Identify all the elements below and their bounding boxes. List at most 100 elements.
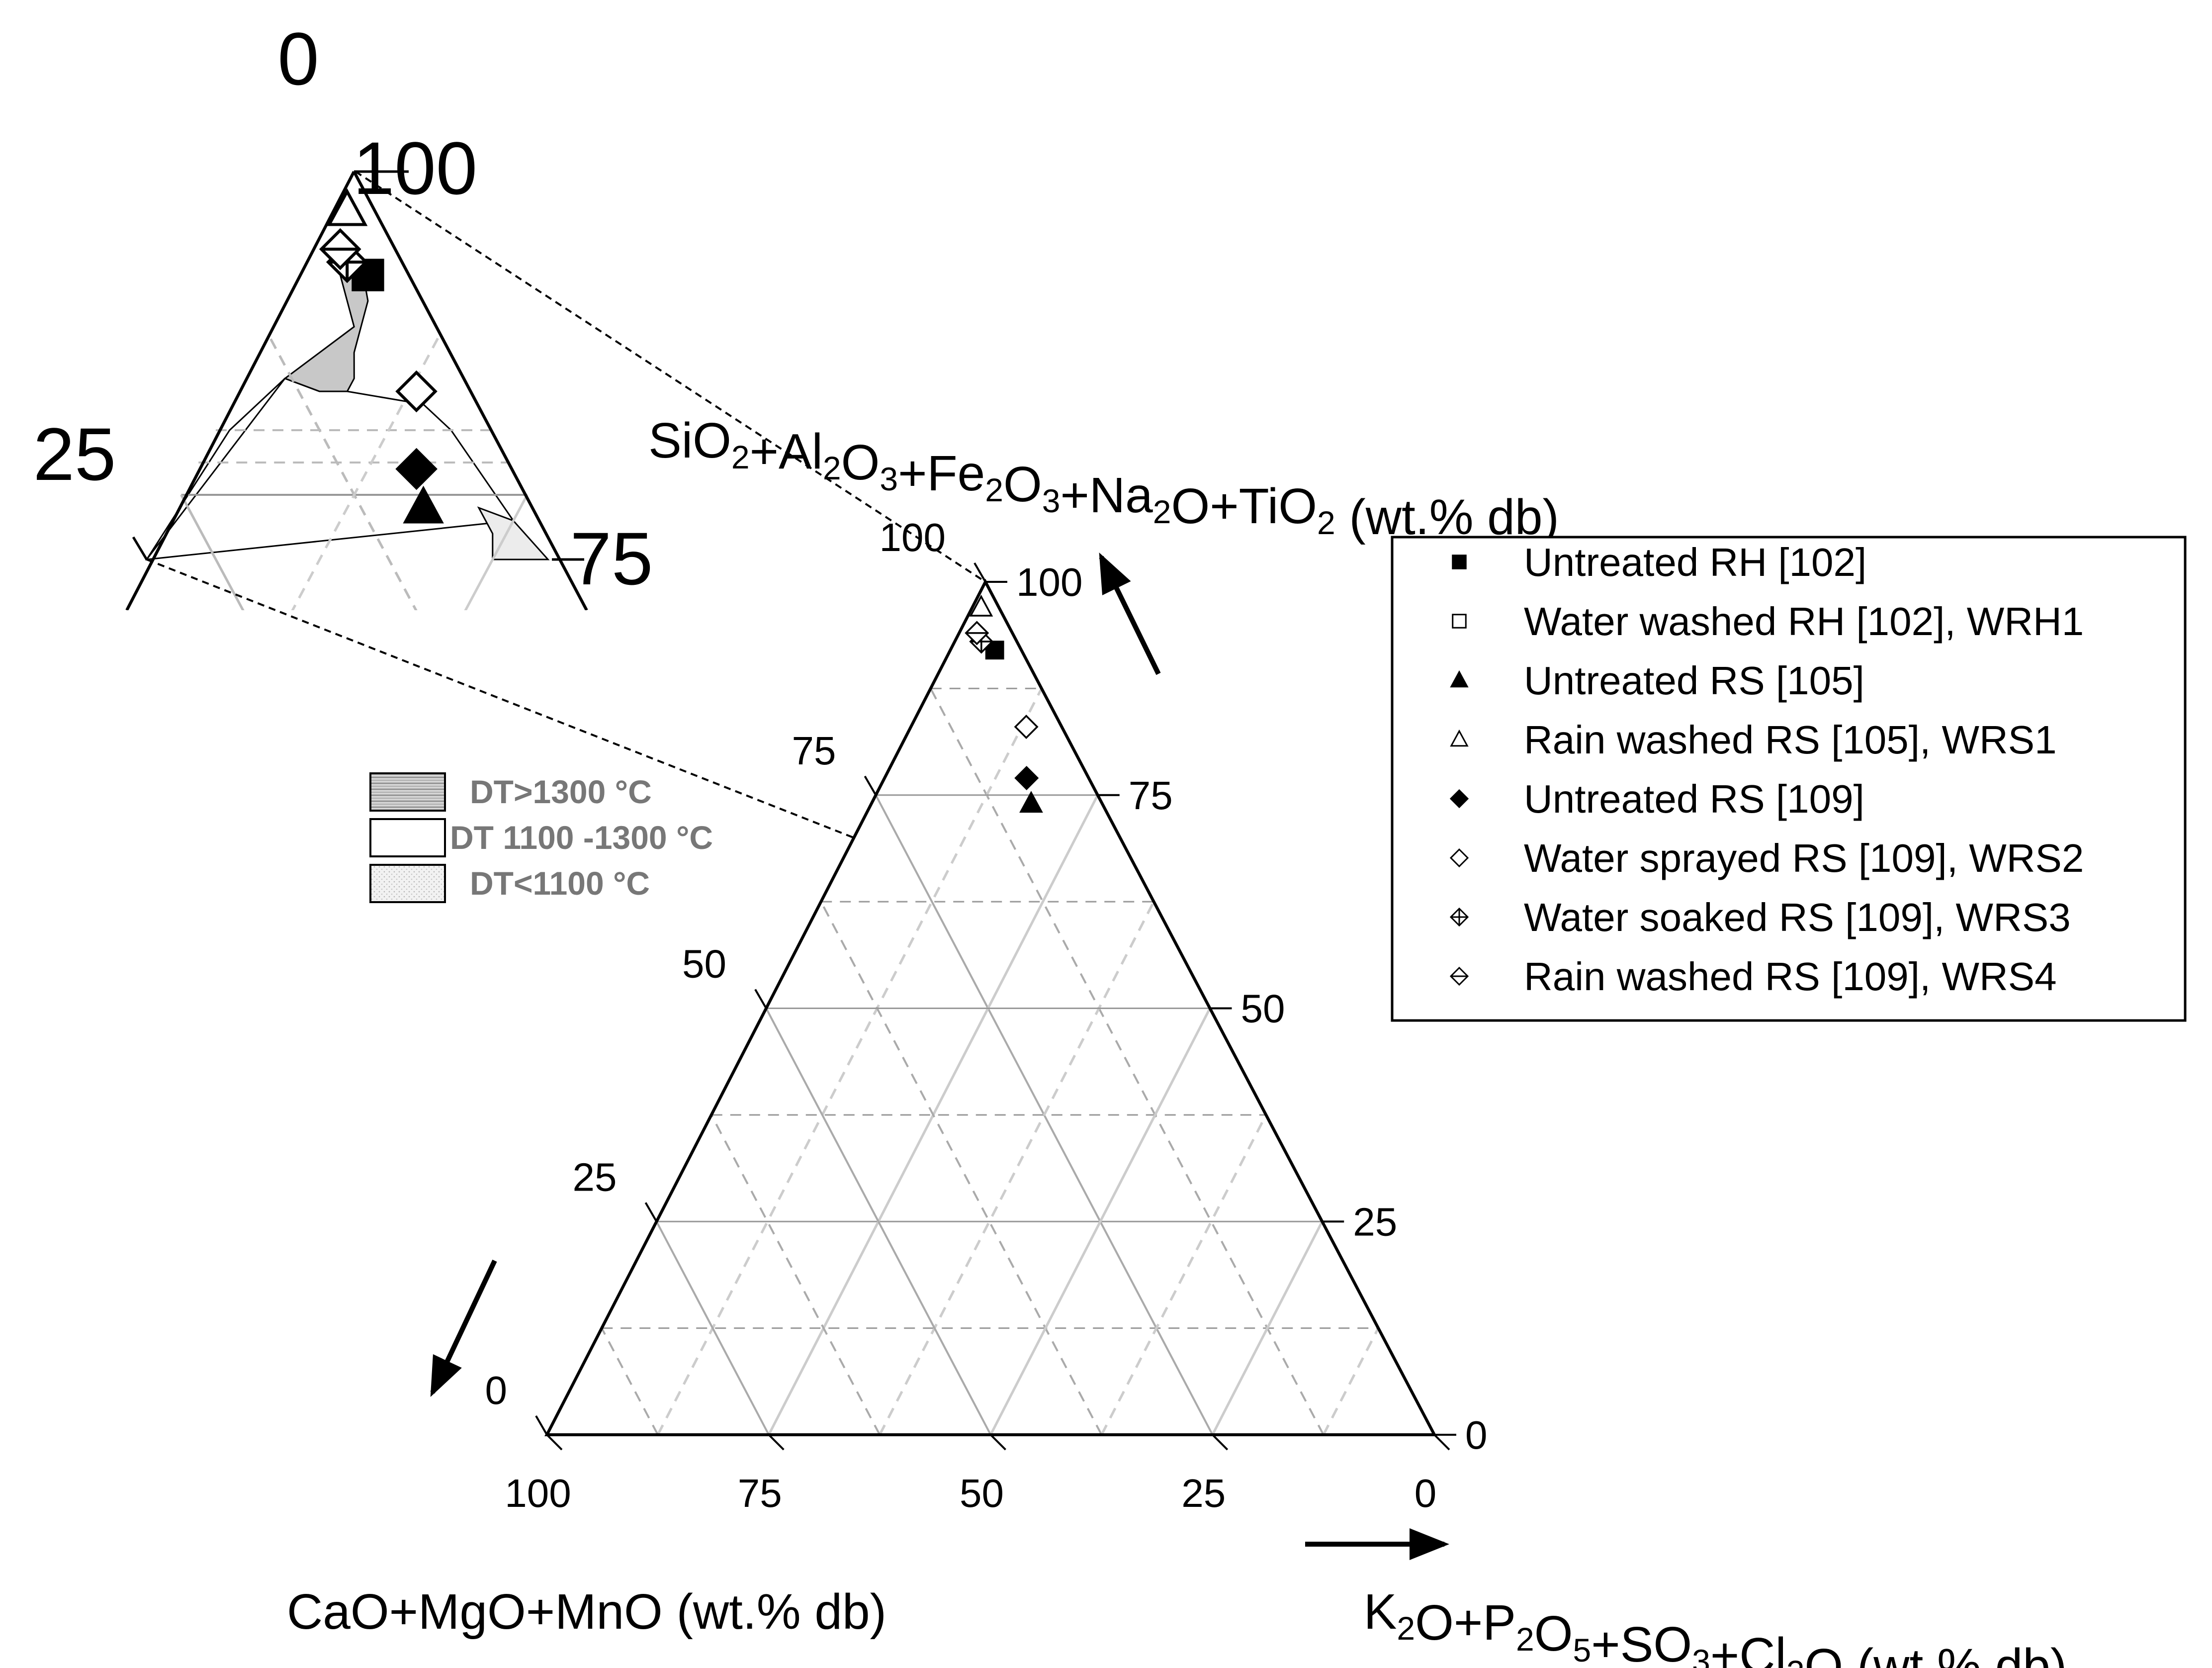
bottom-tick: [1433, 1434, 1450, 1451]
left-tick-label: 100: [880, 515, 946, 559]
region-legend-swatch-1: [369, 818, 446, 857]
label-subscript: 3: [880, 461, 898, 497]
grid-line-left-12.5: [929, 688, 1325, 1435]
inset-point-s3-0: [326, 188, 368, 226]
legend-marker-5: [1449, 848, 1469, 868]
left-tick: [644, 1202, 658, 1222]
legend-label-4: Untreated RS [109]: [1524, 777, 1864, 821]
legend-marker-3: [1450, 729, 1469, 747]
region-legend-swatch-0: [369, 772, 446, 812]
left-tick-label: 50: [682, 942, 726, 986]
left-tick: [973, 562, 986, 583]
connector-top: [354, 171, 986, 583]
data-point-s7-0: [965, 621, 989, 646]
grid-line-right-12.5: [656, 688, 1043, 1436]
bottom-tick-label: 75: [738, 1471, 782, 1515]
inset-connectors: [146, 171, 986, 839]
grid-line-right-37.5: [879, 901, 1155, 1436]
region-legend-swatch-2: [369, 864, 446, 903]
arrow-left-axis: [430, 1259, 497, 1397]
arrow-top-axis: [1099, 553, 1161, 675]
label-part: +Na: [1060, 467, 1153, 523]
label-part: +Cl: [1710, 1628, 1786, 1668]
bottom-tick: [990, 1434, 1006, 1451]
label-subscript: 2: [1786, 1654, 1805, 1668]
label-subscript: 2: [823, 450, 841, 486]
data-point-s5-0-diamond: [1014, 715, 1039, 740]
label-subscript: 5: [1573, 1632, 1592, 1668]
grid-line-left-50: [765, 1008, 992, 1435]
grid-line-right-62.5: [1100, 1114, 1267, 1436]
inset-point-s5-0-diamond: [395, 370, 438, 413]
right-tick-label: 25: [1353, 1200, 1397, 1244]
inset-content: [125, 171, 588, 610]
main-regions: [547, 642, 1323, 1435]
left-tick-label: 0: [485, 1368, 508, 1412]
data-point-s5-0: [1014, 715, 1039, 740]
legend-marker-4: [1449, 789, 1469, 809]
legend-marker-6: [1449, 907, 1469, 927]
series-legend: Untreated RH [102]Water washed RH [102],…: [1391, 536, 2187, 1022]
legend-label-2: Untreated RS [105]: [1524, 658, 1864, 703]
label-subscript: 2: [1397, 1610, 1415, 1647]
data-point-s2-0: [1019, 791, 1043, 813]
inset-tick-label-2: 25: [33, 412, 116, 496]
label-subscript: 2: [731, 439, 750, 475]
label-subscript: 2: [1317, 504, 1335, 541]
arrow-left-axis-head: [430, 1354, 462, 1397]
right-tick-label: 0: [1465, 1413, 1488, 1457]
label-subscript: 2: [1153, 493, 1171, 530]
legend-marker-4-diamond: [1449, 789, 1469, 809]
legend-marker-0: [1452, 555, 1467, 569]
label-subscript: 2: [1516, 1621, 1534, 1658]
left-tick-label: 75: [792, 729, 836, 773]
grid-line-left-62.5: [710, 1114, 881, 1435]
series-legend-box: [1391, 536, 2187, 1022]
data-point-s3-0: [969, 594, 993, 617]
top-axis-label: SiO2+Al2O3+Fe2O3+Na2O+TiO2 (wt.% db): [648, 413, 1559, 545]
connector-bottom: [146, 558, 855, 839]
label-part: O (wt.% db): [1804, 1639, 2067, 1668]
bottom-tick: [1212, 1434, 1229, 1451]
data-point-s4-0: [1014, 765, 1039, 790]
inset-grid-right-1: [464, 494, 529, 610]
main-grid: [601, 687, 1380, 1436]
arrow-top-axis-head: [1099, 553, 1131, 595]
inset-tick-25: [132, 536, 148, 560]
inset-right-edge: [353, 171, 588, 610]
main-data-points: [965, 594, 1043, 813]
label-subscript: 2: [985, 471, 1003, 508]
label-subscript: 3: [1042, 482, 1061, 519]
left-tick: [535, 1415, 548, 1436]
inset-tick-label-3: 75: [570, 517, 653, 600]
bottom-tick: [546, 1434, 563, 1451]
inset-point-s4-0: [395, 448, 438, 490]
label-subscript: 3: [1692, 1643, 1710, 1668]
bottom-tick-label: 25: [1181, 1471, 1226, 1515]
right-tick-label: 100: [1016, 560, 1082, 604]
grid-line-left-37.5: [820, 901, 1103, 1435]
label-part: (wt.% db): [1335, 489, 1559, 545]
legend-marker-1: [1452, 614, 1467, 629]
inset-tick-label-1: 100: [353, 126, 477, 210]
inset-point-s5-0: [395, 370, 438, 413]
label-part: O: [1003, 457, 1042, 512]
legend-marker-2: [1450, 670, 1469, 688]
right-axis-label: K2O+P2O5+SO3+Cl2O (wt.% db): [1364, 1584, 2067, 1668]
inset-region-low: [477, 506, 550, 560]
label-part: SiO: [648, 413, 731, 468]
direction-arrows: [430, 553, 1449, 1560]
label-part: O+P: [1415, 1595, 1516, 1651]
arrow-right-axis-head: [1410, 1528, 1449, 1560]
left-tick: [864, 775, 877, 796]
label-part: +SO: [1591, 1617, 1692, 1668]
legend-label-0: Untreated RH [102]: [1524, 540, 1866, 584]
legend-label-5: Water sprayed RS [109], WRS2: [1524, 836, 2084, 880]
region-legend: DT>1300 °CDT 1100 -1300 °CDT<1100 °C: [369, 772, 713, 903]
label-part: O: [1534, 1606, 1573, 1662]
bottom-tick: [768, 1434, 785, 1451]
grid-line-right-75: [1211, 1221, 1324, 1436]
arrow-right-axis: [1305, 1528, 1449, 1560]
legend-label-7: Rain washed RS [109], WRS4: [1524, 954, 2057, 999]
